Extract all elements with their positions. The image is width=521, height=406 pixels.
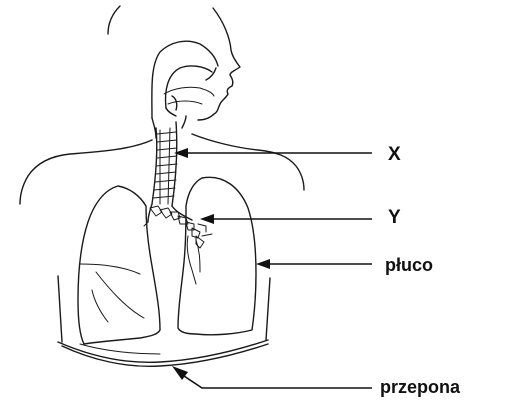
diaphragm bbox=[58, 340, 268, 366]
label-y: Y bbox=[388, 207, 401, 228]
label-diaphragm: przepona bbox=[380, 377, 461, 397]
leader-diaphragm bbox=[172, 366, 372, 388]
left-lung bbox=[178, 177, 256, 334]
label-lung: płuco bbox=[385, 255, 433, 275]
label-x: X bbox=[388, 144, 401, 165]
leader-lung bbox=[256, 259, 372, 269]
nasal-cavity bbox=[152, 41, 218, 118]
bronchi bbox=[144, 204, 212, 284]
leader-y bbox=[200, 214, 372, 224]
thoracic-wall bbox=[58, 276, 270, 342]
head-outline bbox=[108, 6, 240, 120]
leader-x bbox=[174, 148, 372, 158]
right-lung bbox=[78, 186, 160, 344]
torso-outline bbox=[20, 134, 304, 204]
